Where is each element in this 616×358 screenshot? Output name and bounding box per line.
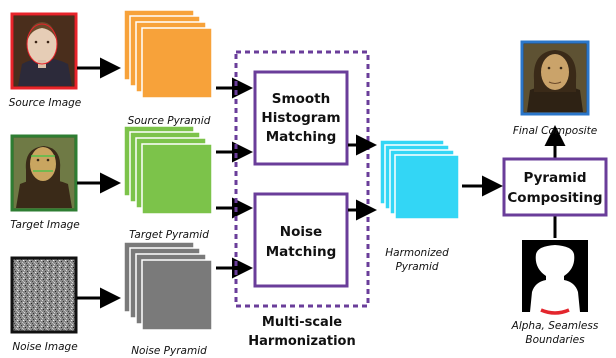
- caption-harmonized-line2: Pyramid: [395, 261, 438, 273]
- caption-noise-image: Noise Image: [12, 341, 77, 353]
- source-pyramid: [123, 9, 213, 99]
- arrows-boxes-to-harmonized: [348, 125, 566, 238]
- final-composite-image: [520, 40, 590, 116]
- caption-target-image: Target Image: [10, 219, 80, 231]
- alpha-mask-image: [522, 240, 588, 315]
- arrows-images-to-pyramids: [77, 57, 121, 309]
- multiscale-group-frame: [234, 50, 370, 308]
- pyramid-layer: [141, 143, 213, 215]
- caption-source-image: Source Image: [9, 97, 82, 109]
- smooth-label-line2: Histogram: [261, 110, 340, 126]
- caption-target-pyramid: Target Pyramid: [129, 229, 209, 241]
- smooth-label-line1: Smooth: [272, 91, 330, 107]
- arrows-pyramids-to-boxes: [216, 77, 253, 279]
- compositing-label-line2: Compositing: [507, 190, 602, 206]
- caption-harmonized-line1: Harmonized: [385, 247, 449, 259]
- compositing-label-line1: Pyramid: [523, 170, 586, 186]
- noise-label-line2: Matching: [266, 244, 337, 260]
- caption-noise-pyramid: Noise Pyramid: [131, 345, 207, 357]
- harmonized-pyramid: [379, 139, 460, 220]
- noise-pyramid: [123, 241, 213, 331]
- group-label-line2: Harmonization: [248, 334, 355, 349]
- pyramid-compositing-box: Pyramid Compositing: [502, 157, 608, 217]
- pyramid-layer: [394, 154, 460, 220]
- target-pyramid: [123, 125, 213, 215]
- pyramid-layer: [141, 259, 213, 331]
- caption-source-pyramid: Source Pyramid: [128, 115, 211, 127]
- target-image: [10, 134, 78, 212]
- group-label-line1: Multi-scale: [262, 315, 342, 330]
- noise-label-line1: Noise: [280, 224, 322, 240]
- smooth-label-line3: Matching: [266, 129, 337, 145]
- smooth-histogram-matching-box: Smooth Histogram Matching: [253, 70, 349, 166]
- alpha-seamless-boundary: [540, 308, 570, 315]
- noise-matching-box: Noise Matching: [253, 192, 349, 288]
- caption-alpha-line1: Alpha, Seamless: [511, 320, 599, 332]
- pyramid-layer: [141, 27, 213, 99]
- noise-image: [10, 256, 78, 334]
- caption-final-composite: Final Composite: [513, 125, 597, 137]
- caption-alpha-line2: Boundaries: [525, 334, 585, 346]
- source-image: [10, 12, 78, 90]
